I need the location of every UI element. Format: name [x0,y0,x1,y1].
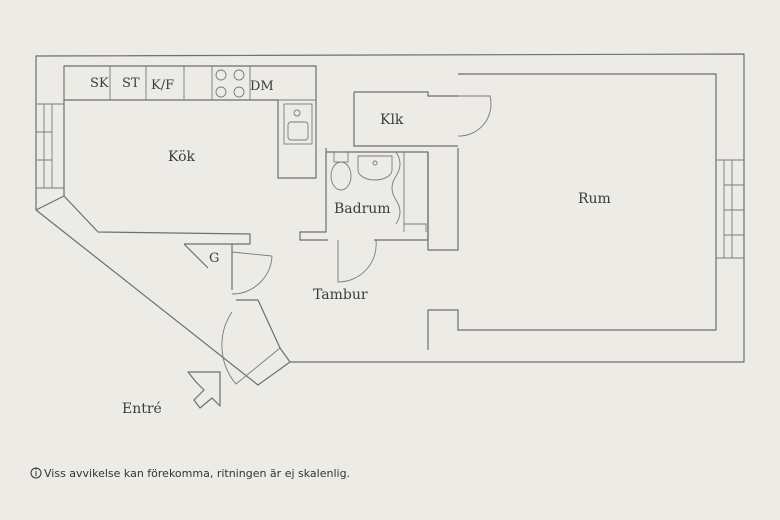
window-left [36,103,64,189]
shower-curtain-icon [391,151,427,232]
disclaimer-note: Viss avvikelse kan förekomma, ritningen … [44,467,350,480]
wardrobe-door-arc [231,251,273,295]
window-right [716,159,744,259]
label-tambur: Tambur [313,287,368,303]
closet-door-arc [457,95,492,137]
bathroom-door-arc [337,239,377,283]
kitchen-counter [63,66,316,101]
label-st: ST [122,76,140,91]
closet-wall [353,91,458,147]
bathroom-wall [299,148,429,241]
room-wall [427,73,717,350]
entry-door-arc [221,311,281,385]
label-badrum: Badrum [334,201,391,217]
label-kf: K/F [151,78,174,93]
stove-icon [215,69,245,98]
toilet-icon [330,151,352,191]
outer-wall [35,53,745,386]
label-rum: Rum [578,191,611,207]
info-circle-icon [30,467,42,479]
sink-icon [283,103,313,145]
label-g: G [209,251,219,266]
entry-wall [236,299,291,363]
label-entre: Entré [122,401,162,417]
wardrobe-wall [183,243,233,290]
entry-arrow-icon [187,371,221,409]
basin-icon [357,155,393,181]
label-klk: Klk [380,112,404,128]
kitchen-lower-wall [63,100,251,245]
room-left-wall [427,148,459,251]
label-kok: Kök [168,149,196,165]
entry-left-wall [35,195,65,211]
label-sk: SK [90,76,109,91]
label-dm: DM [250,79,274,94]
